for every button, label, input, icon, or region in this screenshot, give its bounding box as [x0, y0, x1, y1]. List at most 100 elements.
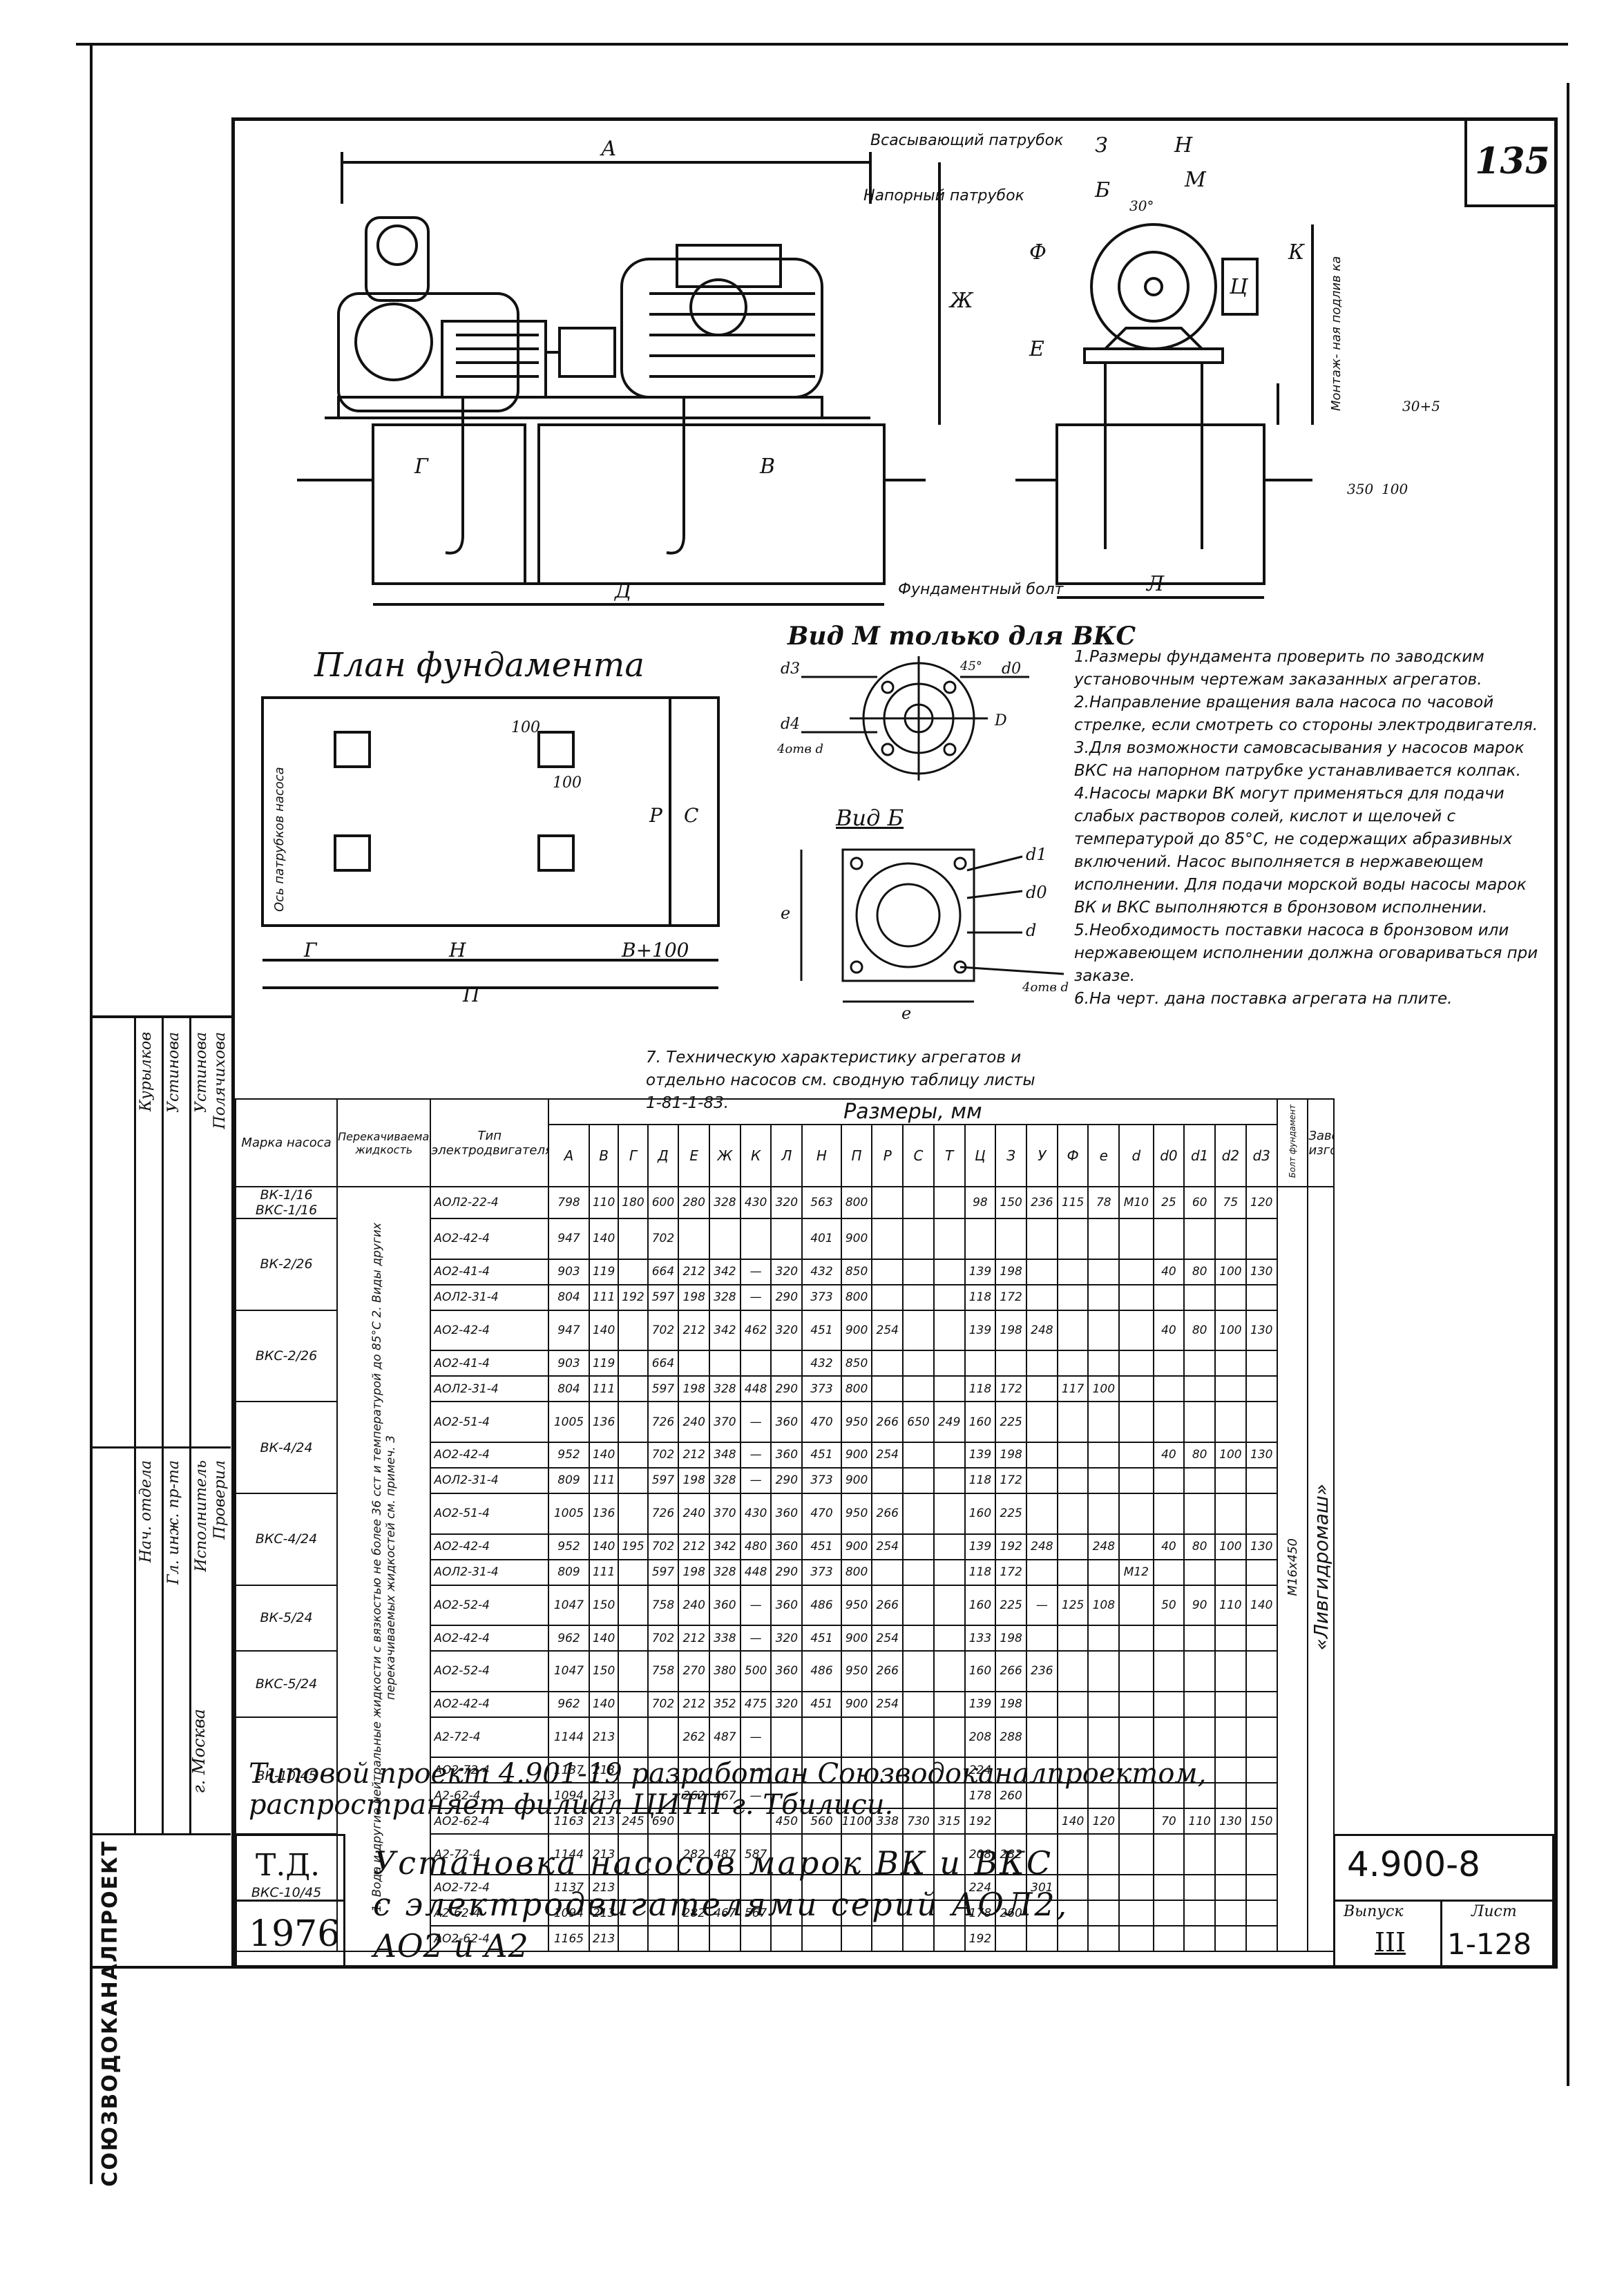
- size-cell: 75: [1214, 1186, 1247, 1219]
- size-cell: [1183, 1625, 1216, 1652]
- size-cell: 198: [995, 1625, 1027, 1652]
- size-cell: 40: [1152, 1258, 1185, 1285]
- size-cell: [618, 1375, 649, 1403]
- size-cell: —: [739, 1757, 772, 1784]
- size-cell: [933, 1218, 966, 1260]
- size-cell: 360: [770, 1650, 803, 1692]
- size-cell: 597: [647, 1375, 680, 1403]
- sheet-number-box: 135: [1464, 117, 1558, 207]
- size-cell: [1152, 1833, 1185, 1875]
- size-cell: 900: [840, 1466, 873, 1494]
- size-cell: 118: [964, 1375, 997, 1403]
- size-cell: [1118, 1401, 1154, 1443]
- size-cell: 702: [647, 1218, 680, 1260]
- size-cell: [709, 1350, 741, 1377]
- size-cell: 240: [678, 1401, 711, 1443]
- motor-type: А2-62-4: [430, 1782, 550, 1810]
- size-cell: 280: [678, 1186, 711, 1219]
- size-cell: [1152, 1650, 1185, 1692]
- size-cell: 804: [548, 1375, 590, 1403]
- dim-d: Д: [613, 579, 632, 603]
- size-cell: 178: [964, 1782, 997, 1810]
- size-cell: [1118, 1584, 1154, 1627]
- size-cell: 947: [548, 1218, 590, 1260]
- foundation-bolt-label: Фундаментный болт: [898, 581, 1064, 598]
- year-label: 1976: [249, 1913, 341, 1955]
- size-cell: 903: [548, 1350, 590, 1377]
- size-cell: 600: [647, 1186, 680, 1219]
- size-cell: 1094: [548, 1782, 590, 1810]
- size-cell: [770, 1350, 803, 1377]
- size-cell: [1245, 1782, 1278, 1810]
- size-cell: [1245, 1757, 1278, 1784]
- size-cell: 850: [840, 1350, 873, 1377]
- view-b-title: Вид Б: [836, 805, 904, 831]
- size-cell: [871, 1186, 904, 1219]
- plan-dim-r: Р: [649, 804, 663, 827]
- size-cell: 213: [588, 1716, 620, 1759]
- view-m-D: D: [994, 712, 1007, 729]
- size-cell: [770, 1900, 803, 1926]
- size-cell: [1183, 1757, 1216, 1784]
- size-cell: 352: [709, 1690, 741, 1718]
- view-m-title: Вид М только для ВКС: [787, 622, 1136, 651]
- size-cell: 900: [840, 1309, 873, 1352]
- size-cell: [902, 1900, 935, 1926]
- size-cell: 301: [1026, 1874, 1058, 1901]
- col-header: У: [1026, 1124, 1058, 1187]
- size-cell: [709, 1808, 741, 1835]
- size-cell: 111: [588, 1466, 620, 1494]
- size-cell: [618, 1558, 649, 1586]
- size-cell: [1056, 1833, 1089, 1875]
- size-cell: 254: [871, 1533, 904, 1560]
- size-cell: 100: [1214, 1309, 1247, 1352]
- size-cell: [1183, 1833, 1216, 1875]
- col-header: d: [1118, 1124, 1154, 1187]
- pump-mark: ВКС-10/45: [234, 1833, 338, 1952]
- col-header: А: [548, 1124, 590, 1187]
- size-cell: [933, 1716, 966, 1759]
- size-cell: [618, 1716, 649, 1759]
- size-cell: 338: [871, 1808, 904, 1835]
- size-cell: [1118, 1283, 1154, 1311]
- size-cell: —: [1026, 1584, 1058, 1627]
- size-cell: 1165: [548, 1925, 590, 1952]
- size-cell: 800: [840, 1375, 873, 1403]
- size-cell: [1056, 1558, 1089, 1586]
- size-cell: [1118, 1925, 1154, 1952]
- size-cell: 470: [801, 1401, 842, 1443]
- dim-n: Н: [1174, 133, 1193, 157]
- size-cell: [1056, 1401, 1089, 1443]
- pump-mark: ВКС-4/24: [234, 1492, 338, 1586]
- dim-z: З: [1095, 133, 1108, 157]
- view-b-d: d: [1026, 921, 1036, 940]
- size-cell: [871, 1375, 904, 1403]
- size-cell: [618, 1650, 649, 1692]
- size-cell: [933, 1350, 966, 1377]
- size-cell: —: [739, 1584, 772, 1627]
- size-cell: 320: [770, 1186, 803, 1219]
- size-cell: [1087, 1466, 1120, 1494]
- sheet-number: 135: [1475, 140, 1550, 182]
- size-cell: 225: [995, 1401, 1027, 1443]
- view-b-d1: d1: [1026, 845, 1047, 864]
- name-ustinova-2: Устинова: [193, 1032, 210, 1113]
- size-cell: 224: [964, 1757, 997, 1784]
- size-cell: [647, 1757, 680, 1784]
- size-cell: 160: [964, 1584, 997, 1627]
- doc-code: 4.900-8: [1347, 1844, 1480, 1884]
- size-cell: 702: [647, 1441, 680, 1469]
- size-cell: 1047: [548, 1650, 590, 1692]
- size-cell: [618, 1584, 649, 1627]
- size-cell: [618, 1625, 649, 1652]
- plan-dim-p: П: [462, 984, 480, 1006]
- col-header: С: [902, 1124, 935, 1187]
- size-cell: 900: [840, 1625, 873, 1652]
- plant-name: «Ливгидромаш»: [1309, 1484, 1332, 1651]
- size-cell: —: [739, 1401, 772, 1443]
- size-cell: [1056, 1309, 1089, 1352]
- size-cell: 150: [995, 1186, 1027, 1219]
- size-cell: [1245, 1900, 1278, 1926]
- size-cell: [1056, 1690, 1089, 1718]
